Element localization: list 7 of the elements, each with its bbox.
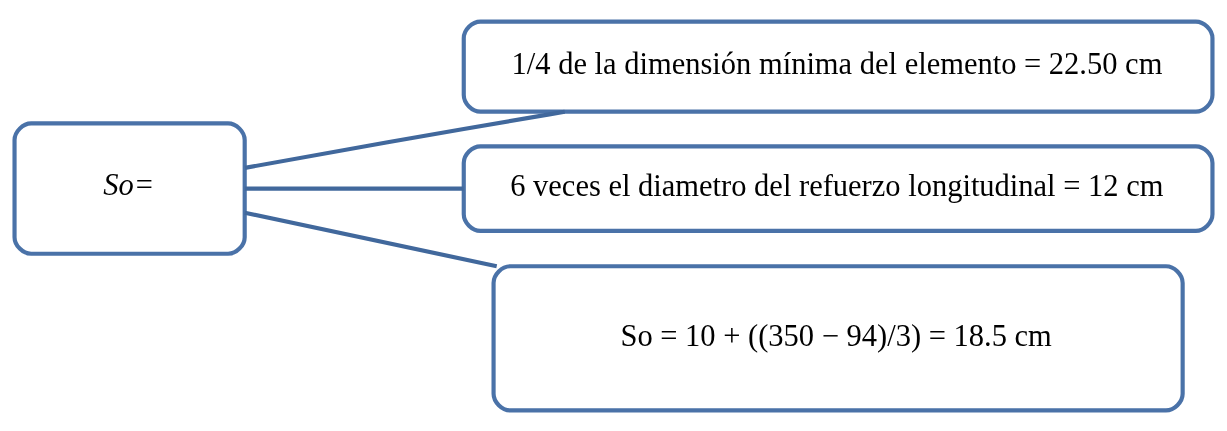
node-box: So = 10 + ((350 − 94)/3) = 18.5 cm xyxy=(491,263,1185,413)
connector xyxy=(244,109,566,170)
connector xyxy=(244,210,498,268)
connector xyxy=(244,186,464,191)
node-box: 1/4 de la dimensión mínima del elemento = 22.50 cm xyxy=(461,18,1215,114)
node-box: So= xyxy=(12,120,247,256)
node-box: 6 veces el diametro del refuerzo longitudinal = 12 cm xyxy=(461,143,1215,233)
